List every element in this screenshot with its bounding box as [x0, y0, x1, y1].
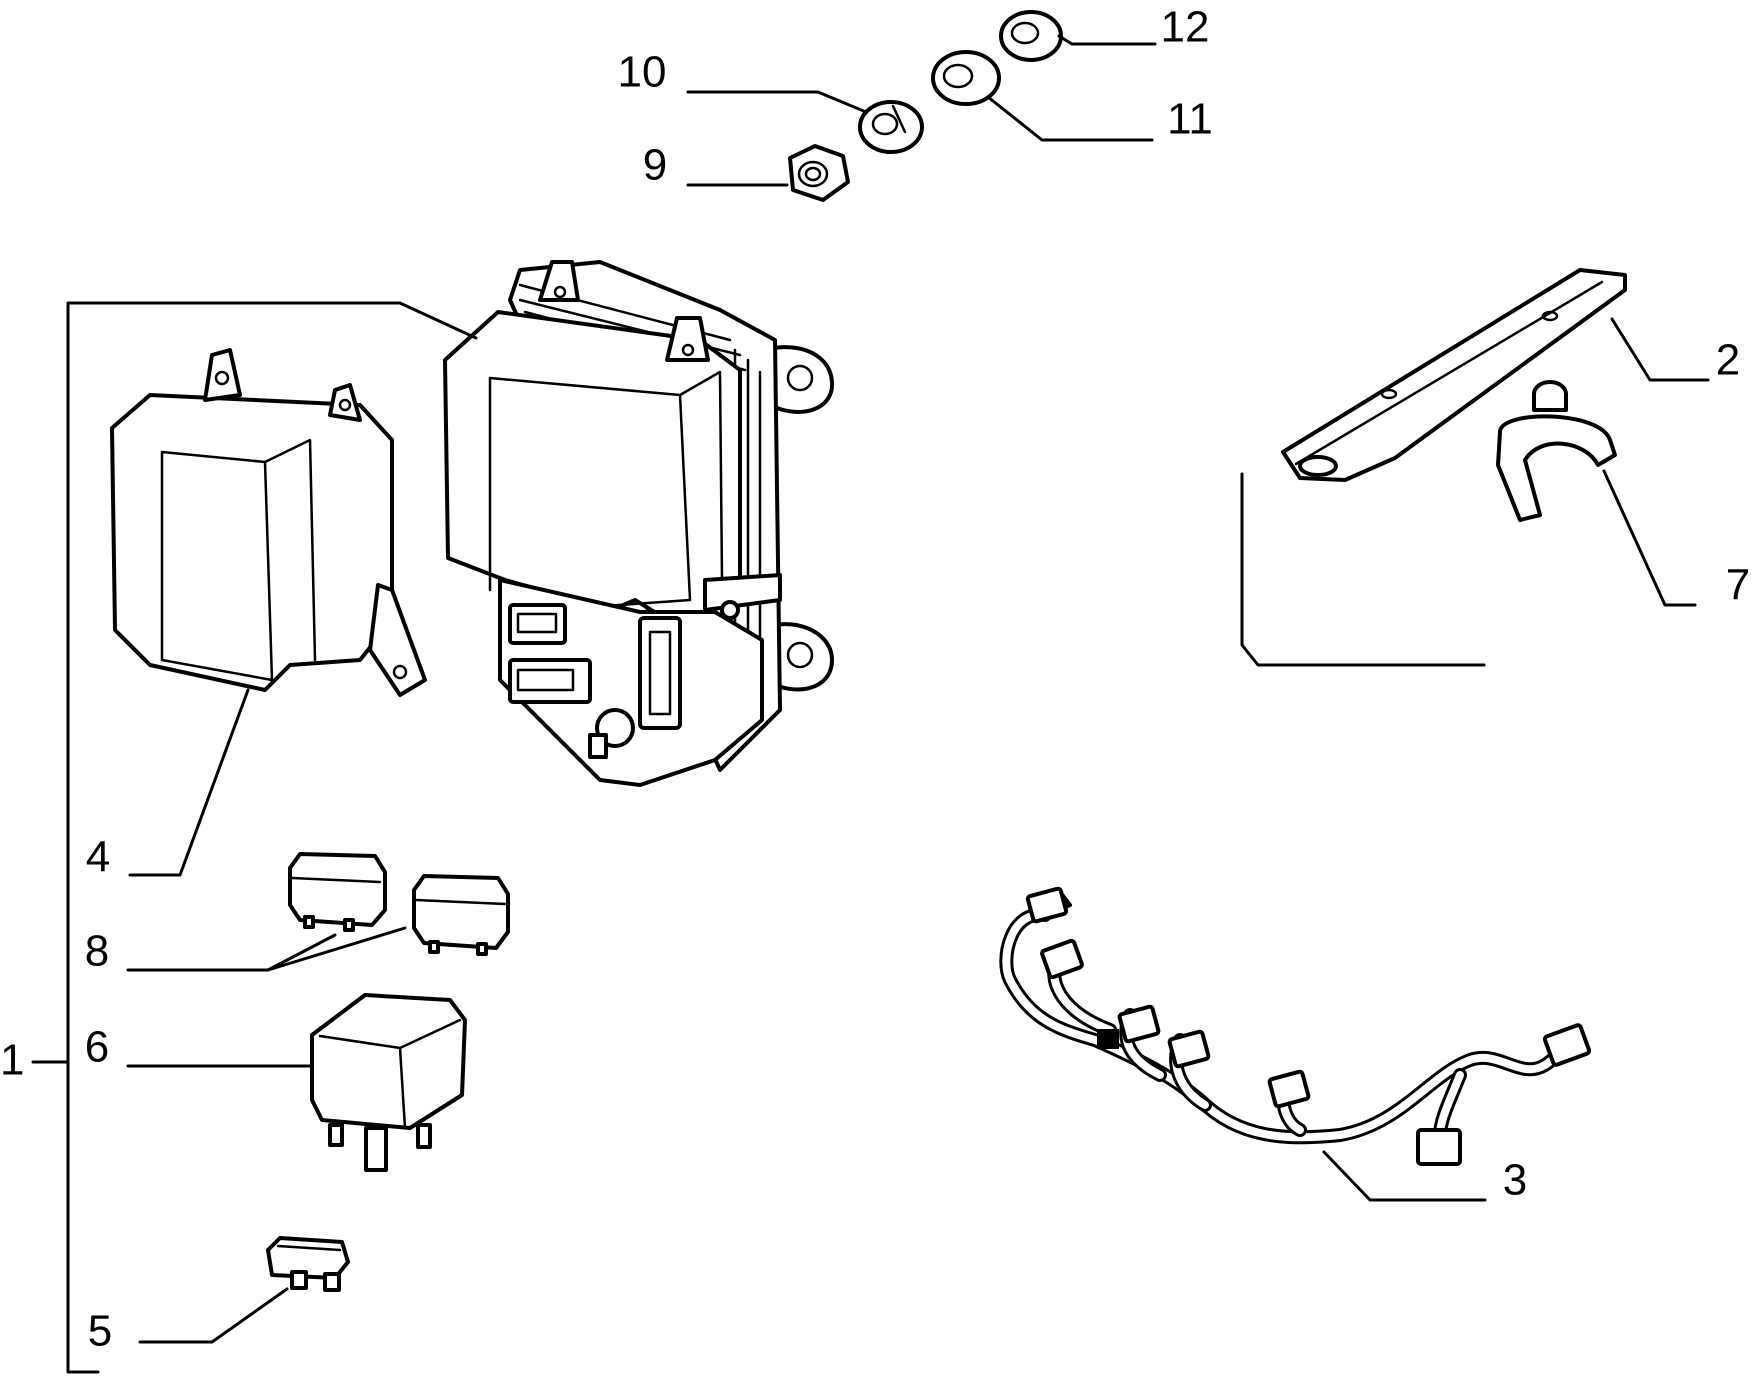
leader-11 — [986, 95, 1154, 142]
leader-4 — [128, 688, 250, 877]
callout-10: 10 — [618, 48, 667, 97]
leader-bracket-right — [1240, 472, 1486, 667]
leader-12 — [1057, 34, 1157, 46]
leader-1 — [66, 301, 402, 1374]
cover-4 — [110, 348, 427, 697]
callout-9: 9 — [643, 141, 667, 190]
leader-lines — [31, 34, 1710, 1374]
leader-2 — [1610, 317, 1710, 382]
small-relay-8b — [412, 874, 510, 956]
leader-3 — [1322, 1150, 1487, 1202]
leader-7 — [1602, 469, 1697, 607]
nut-9 — [788, 144, 850, 202]
leader-1-to-unit — [398, 301, 478, 340]
callout-5: 5 — [88, 1307, 112, 1356]
callout-4: 4 — [86, 833, 110, 882]
leader-10 — [686, 90, 868, 114]
leader-8 — [126, 933, 337, 972]
callout-3: 3 — [1503, 1156, 1527, 1205]
leader-8b — [266, 926, 407, 972]
fuse-5 — [266, 1236, 350, 1292]
small-relay-8a — [288, 852, 387, 932]
clip-7 — [1496, 380, 1617, 522]
callout-8: 8 — [85, 927, 109, 976]
bracket-2 — [1281, 268, 1627, 482]
washer-12 — [999, 10, 1063, 62]
callout-11: 11 — [1167, 95, 1213, 144]
callout-7: 7 — [1726, 561, 1750, 610]
spring-washer-10 — [858, 100, 924, 154]
washer-11 — [931, 50, 1001, 106]
callout-1: 1 — [0, 1036, 24, 1085]
callout-2: 2 — [1716, 336, 1740, 385]
callout-labels: 1 2 3 4 5 6 7 8 9 10 11 12 — [0, 3, 1750, 1356]
callout-12: 12 — [1161, 3, 1210, 52]
control-unit — [443, 260, 835, 787]
callout-6: 6 — [85, 1023, 109, 1072]
wiring-harness-3 — [999, 886, 1592, 1166]
relay-6 — [310, 993, 467, 1172]
leader-5 — [138, 1287, 289, 1344]
